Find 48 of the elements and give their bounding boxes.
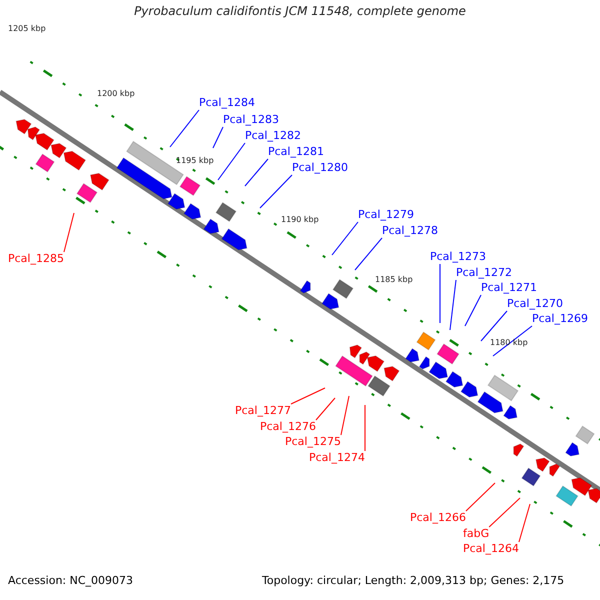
gene-label: Pcal_1274 (309, 451, 365, 465)
leader-line (332, 222, 358, 256)
gene-label: Pcal_1278 (382, 224, 438, 238)
scale-label: 1185 kbp (375, 275, 413, 284)
scale-label: 1200 kbp (97, 89, 135, 98)
gene-label: Pcal_1284 (199, 96, 255, 110)
scale-label: 1180 kbp (490, 338, 528, 347)
scale-label: 1190 kbp (281, 215, 319, 224)
leader-line (450, 280, 456, 330)
footer-text: Topology: circular; Length: 2,009,313 bp; Genes: 2,175 (262, 574, 564, 587)
gene-label: Pcal_1277 (235, 404, 291, 418)
gene-label: Pcal_1285 (8, 252, 64, 266)
gene-label: Pcal_1279 (358, 208, 414, 222)
leader-line (340, 396, 350, 436)
leader-line (465, 482, 496, 512)
diagram-title: Pyrobaculum calidifontis JCM 11548, complete genome (134, 4, 466, 18)
gene-label: Pcal_1264 (463, 542, 519, 556)
gene-label: Pcal_1275 (285, 435, 341, 449)
gene-label: Pcal_1280 (292, 161, 348, 175)
leader-line (518, 504, 530, 542)
gene-label: Pcal_1269 (532, 312, 588, 326)
gene-label: Pcal_1266 (410, 511, 466, 525)
gene-label: Pcal_1273 (430, 250, 486, 264)
gene-label: Pcal_1283 (223, 113, 279, 127)
leader-line (464, 294, 482, 326)
leader-line (315, 398, 336, 420)
gene-label: fabG (463, 527, 490, 541)
gene-label: Pcal_1272 (456, 266, 512, 280)
gene-label: Pcal_1270 (507, 297, 563, 311)
gene-label: Pcal_1281 (268, 145, 324, 159)
leader-line (492, 326, 532, 356)
leader-line (212, 126, 224, 148)
leader-line (290, 388, 326, 404)
leader-line (63, 212, 74, 252)
footer-text: Accession: NC_009073 (8, 574, 134, 587)
gene-label: Pcal_1276 (260, 420, 316, 434)
leader-line (488, 498, 520, 528)
leader-line (260, 174, 292, 208)
scale-label: 1195 kbp (176, 156, 214, 165)
leader-line (244, 158, 268, 186)
leader-line (170, 110, 200, 148)
leader-line (354, 238, 382, 270)
gene-label: Pcal_1271 (481, 281, 537, 295)
leader-line (218, 142, 246, 180)
scale-label: 1205 kbp (8, 24, 46, 33)
leader-line (364, 404, 366, 452)
leader-line (480, 310, 508, 342)
gene-label: Pcal_1282 (245, 129, 301, 143)
